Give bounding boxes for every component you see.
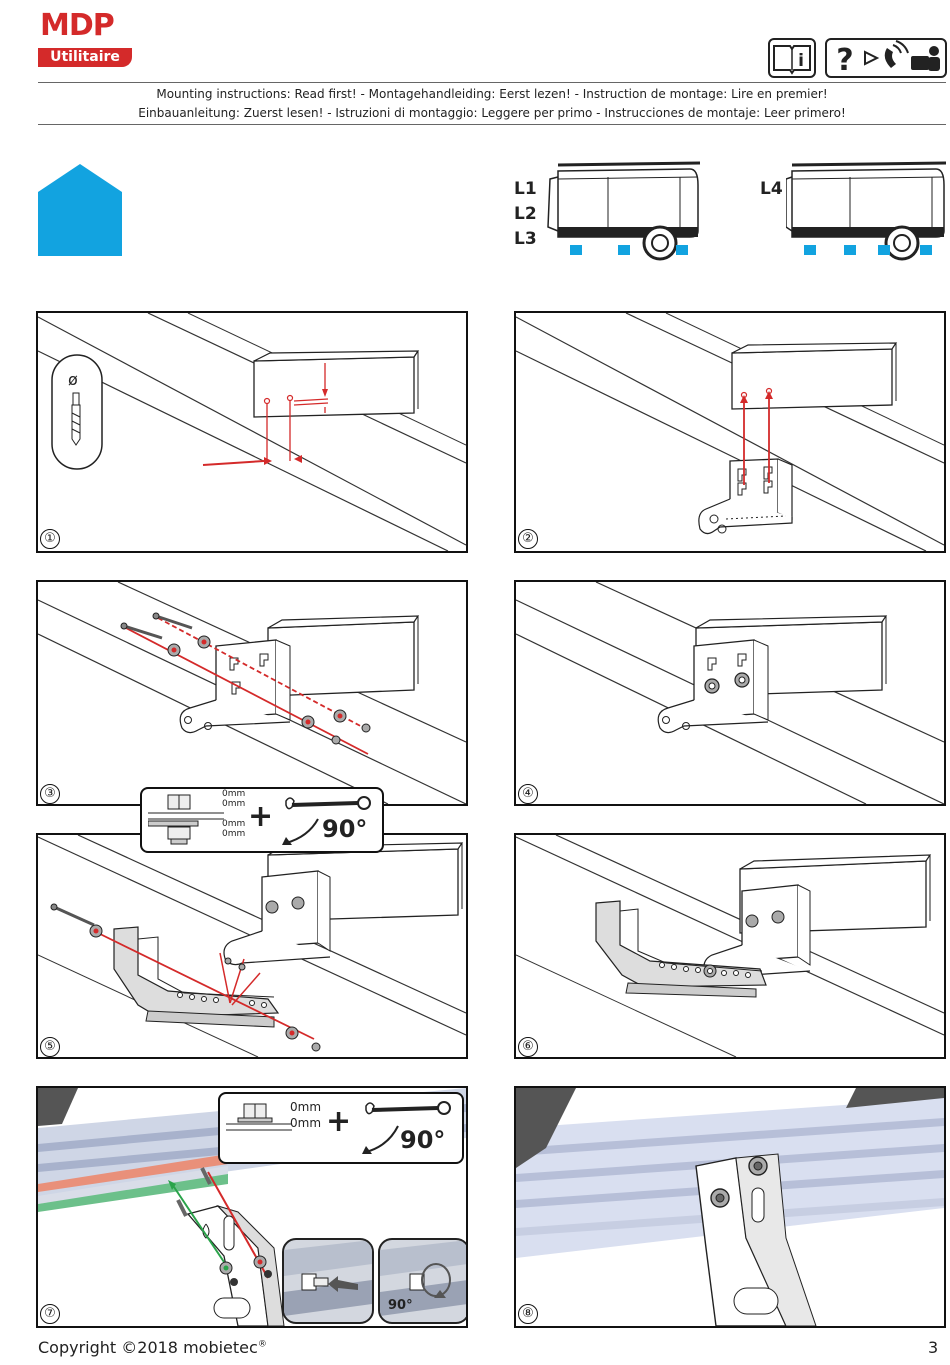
mm-label-2: 0mm [222, 799, 246, 809]
mm-label-3: 0mm [222, 819, 246, 829]
step-8-illustration [516, 1088, 944, 1326]
step-1-panel: ø ① [36, 311, 468, 553]
insert-bolt-illustration [284, 1240, 372, 1316]
manual-info-icon: i [768, 38, 816, 78]
van-marker [618, 245, 630, 255]
van-marker [570, 245, 582, 255]
step-3-number: ③ [40, 784, 60, 804]
help-contact-icon: ? [825, 38, 947, 78]
step-4-illustration [516, 582, 944, 804]
step-1-illustration: ø [38, 313, 466, 551]
step-1-number: ① [40, 529, 60, 549]
inset-insert-bolt [282, 1238, 374, 1324]
van-marker [804, 245, 816, 255]
step-3-illustration [38, 582, 466, 804]
van-diagram-l1-l3: L1 L2 L3 [512, 155, 702, 265]
step-7-number: ⑦ [40, 1304, 60, 1324]
step-4-panel: ④ [514, 580, 946, 806]
svg-text:?: ? [836, 43, 853, 76]
nut-washer-icon [226, 1103, 292, 1131]
green-highlight-band [38, 1174, 228, 1212]
plus-icon: + [326, 1104, 352, 1139]
van-diagram-l4: L4 [758, 155, 948, 265]
header-line-1: Mounting instructions: Read first! - Mon… [156, 87, 828, 101]
page-number: 3 [928, 1338, 939, 1357]
van-illustration [547, 161, 701, 261]
van-illustration [786, 161, 947, 261]
header-rule-top [38, 82, 946, 83]
copyright-text: Copyright ©2018 mobietec® [38, 1338, 267, 1357]
step-2-illustration [516, 313, 944, 551]
step-3-panel: ③ [36, 580, 468, 806]
van-marker [878, 245, 890, 255]
header-rule-bottom [38, 124, 946, 125]
van-marker [844, 245, 856, 255]
mm-label-b: 0mm [290, 1116, 322, 1130]
van-marker [920, 245, 932, 255]
step-8-number: ⑧ [518, 1304, 538, 1324]
van-label-l2: L2 [514, 204, 537, 224]
header-line-2: Einbauanleitung: Zuerst lesen! - Istruzi… [138, 106, 846, 120]
step-8-panel: ⑧ [514, 1086, 946, 1328]
step-2-panel: ② [514, 311, 946, 553]
wrench-rotate-icon [362, 1101, 451, 1154]
van-label-l1: L1 [514, 179, 537, 199]
van-label-l4: L4 [760, 179, 783, 199]
copyright-label: Copyright ©2018 mobietec [38, 1338, 258, 1357]
step-6-panel: ⑥ [514, 833, 946, 1059]
step-5-panel: ⑤ [36, 833, 468, 1059]
mm-label-1: 0mm [222, 789, 246, 799]
step-6-number: ⑥ [518, 1037, 538, 1057]
step-2-number: ② [518, 529, 538, 549]
torque-instruction-1: 0mm 0mm 0mm 0mm + 90° [140, 787, 384, 853]
step-4-number: ④ [518, 784, 538, 804]
inset-rotate-bolt: 90° [378, 1238, 466, 1324]
torque-instruction-2: 0mm 0mm + 90° [218, 1092, 464, 1164]
logo-brand-text: MDP [40, 8, 115, 43]
mm-label-4: 0mm [222, 829, 246, 839]
position-marker-icon [38, 164, 122, 256]
step-6-illustration [516, 835, 944, 1057]
brand-logo: MDP Utilitaire [38, 8, 134, 68]
red-highlight-band [38, 1154, 228, 1192]
wrench-rotate-icon [282, 796, 371, 845]
step-5-number: ⑤ [40, 1037, 60, 1057]
rotate-bolt-illustration [380, 1240, 466, 1316]
svg-text:i: i [798, 51, 804, 71]
plus-icon: + [248, 799, 274, 834]
step-5-illustration [38, 835, 466, 1057]
mm-label-a: 0mm [290, 1100, 322, 1114]
registered-mark: ® [257, 1339, 267, 1350]
torque-angle-2: 90° [400, 1126, 446, 1154]
logo-sub-text: Utilitaire [38, 48, 132, 67]
inset-angle-label: 90° [388, 1298, 413, 1313]
svg-text:ø: ø [68, 370, 78, 389]
van-label-l3: L3 [514, 229, 537, 249]
van-marker [676, 245, 688, 255]
torque-angle-1: 90° [322, 815, 368, 843]
nut-washer-icon [148, 794, 224, 845]
